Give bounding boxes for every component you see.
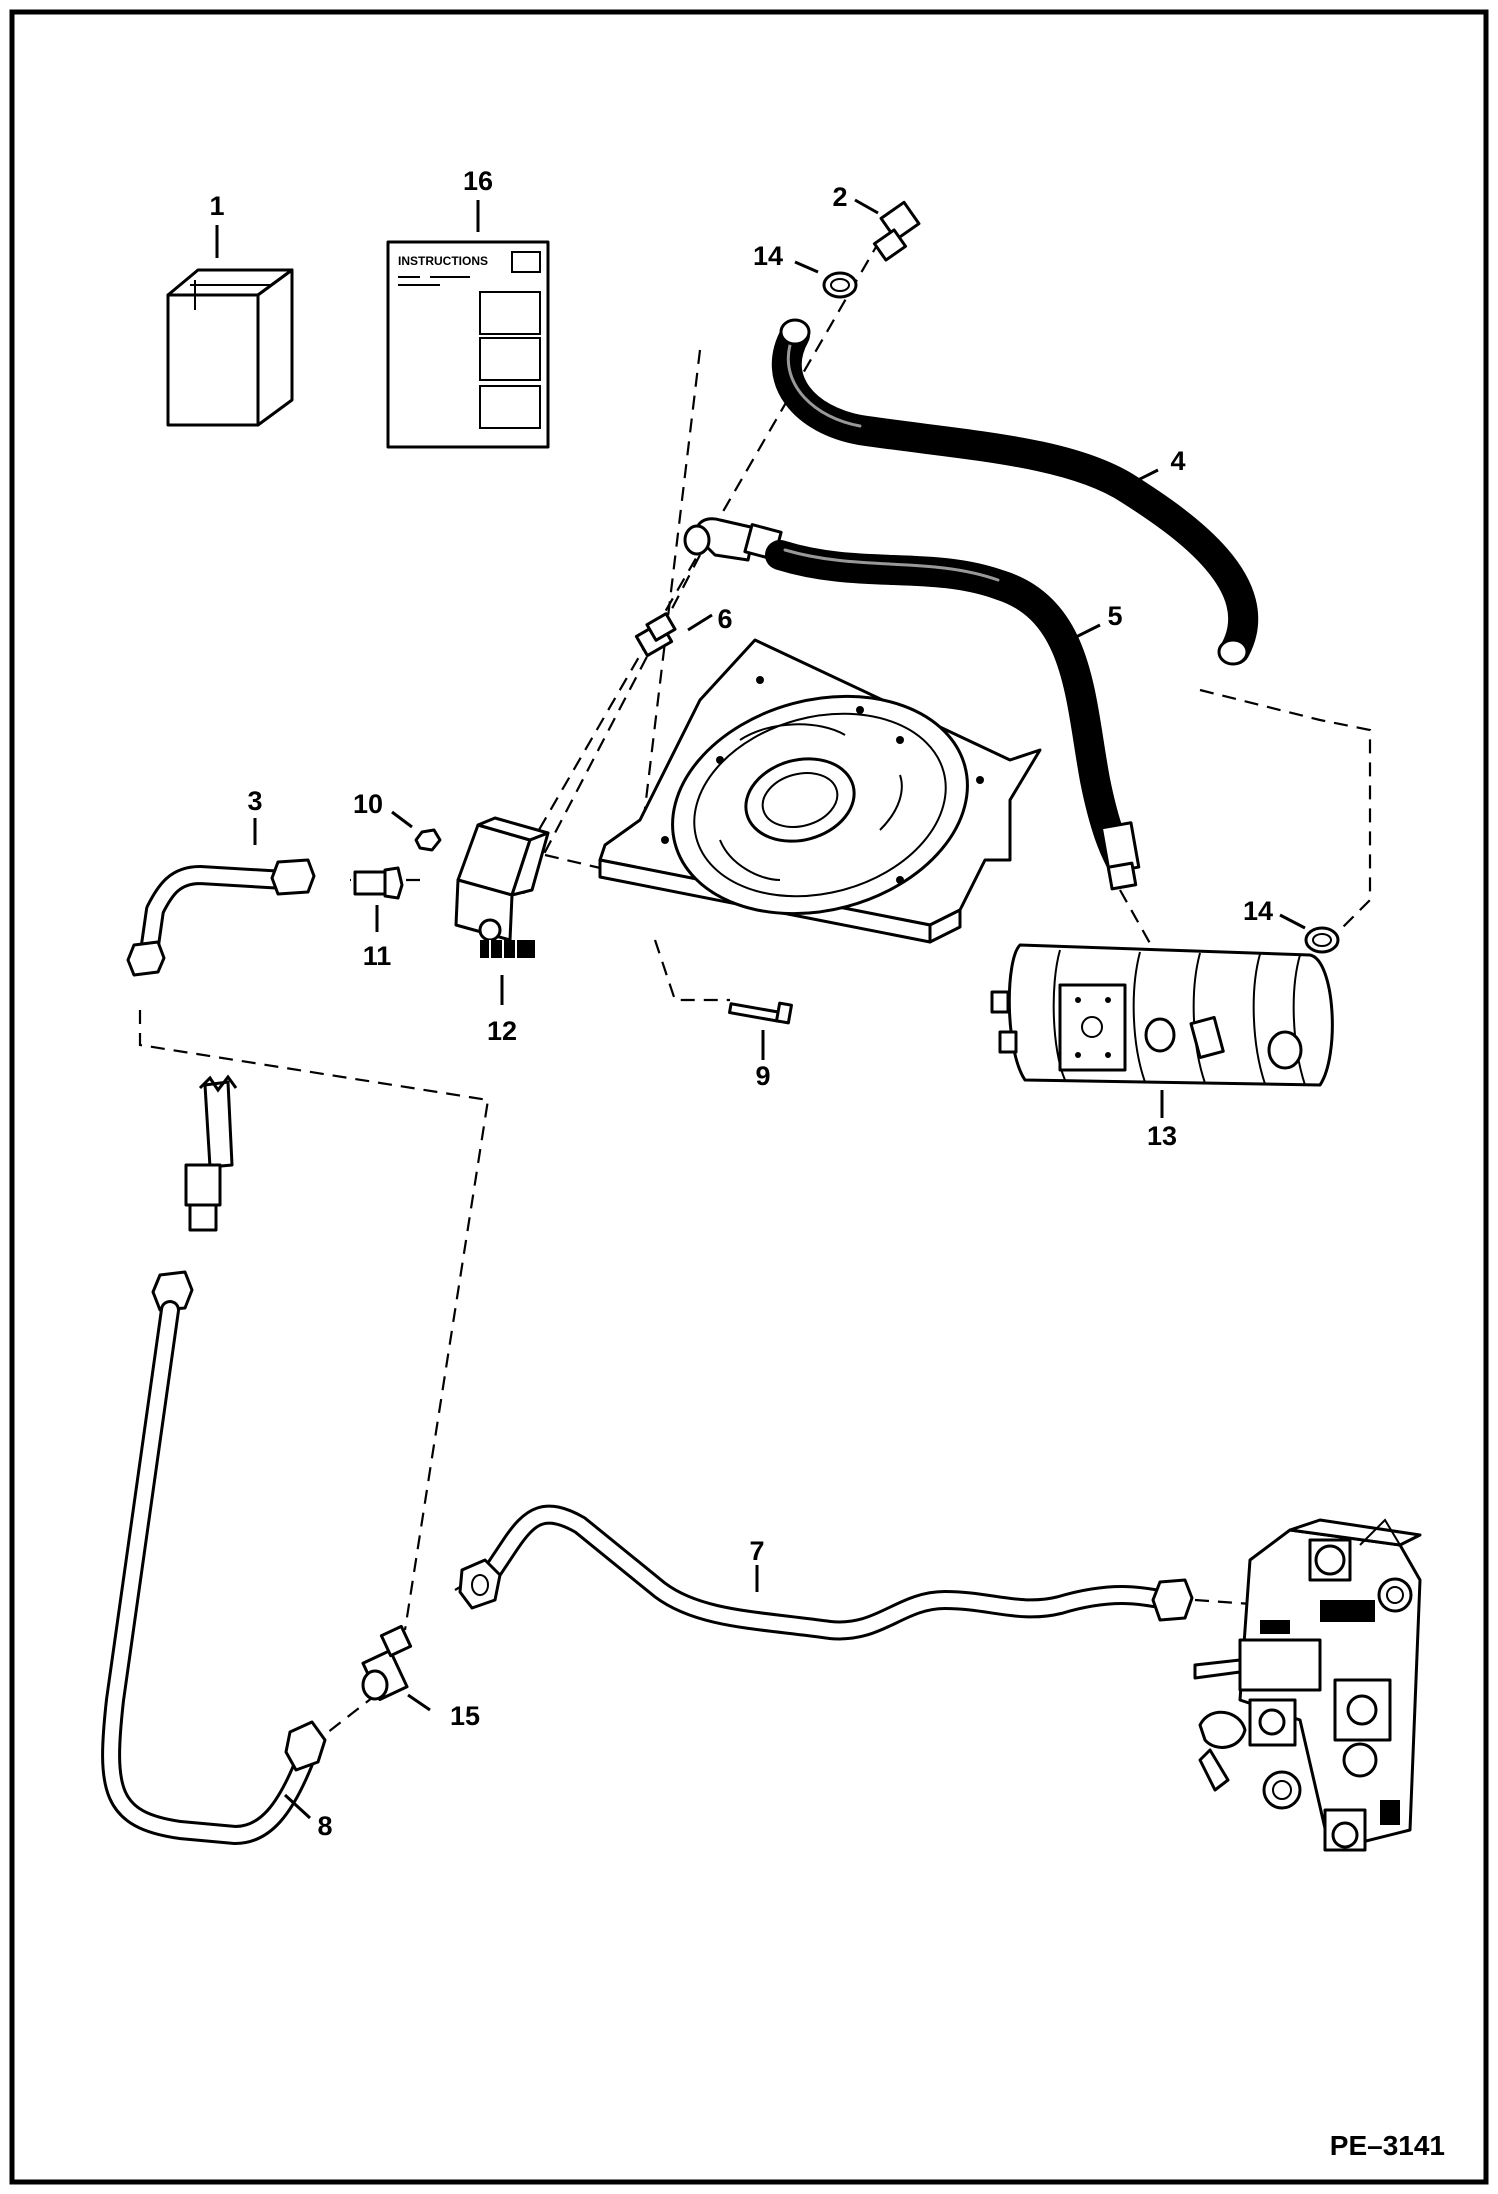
callout-10: 10 [353, 789, 383, 819]
callout-7: 7 [749, 1536, 764, 1566]
callout-3: 3 [247, 786, 262, 816]
part-13-pump [990, 943, 1334, 1087]
part-7-tube [458, 1504, 1194, 1641]
callout-16: 16 [463, 166, 493, 196]
part-8-tube [101, 1270, 327, 1845]
part-5-hose [683, 517, 1141, 891]
part-11-adapter [353, 866, 404, 900]
callout-1: 1 [209, 191, 224, 221]
control-valve [1193, 1518, 1422, 1852]
callout-14-lower: 14 [1243, 896, 1273, 926]
part-15-elbow [361, 1624, 413, 1701]
part-6-fitting [634, 612, 677, 658]
callout-4: 4 [1170, 446, 1185, 476]
callout-8: 8 [317, 1811, 332, 1841]
part-14-clamp-lower [1304, 926, 1340, 954]
callout-12: 12 [487, 1016, 517, 1046]
callout-15: 15 [450, 1701, 480, 1731]
supply-line-cut [184, 1074, 238, 1232]
part-14-clamp-upper [822, 271, 858, 299]
part-1-kit-box [166, 268, 294, 427]
mounting-plate [598, 638, 1042, 944]
part-16-instructions-sheet: INSTRUCTIONS [386, 240, 550, 449]
callout-2: 2 [832, 182, 847, 212]
callout-6: 6 [717, 604, 732, 634]
callout-5: 5 [1107, 601, 1122, 631]
page-border [9, 9, 1489, 2185]
part-10-nut [414, 828, 442, 852]
part-9-bolt [728, 1001, 793, 1025]
callout-9: 9 [755, 1061, 770, 1091]
callout-13: 13 [1147, 1121, 1177, 1151]
instructions-title: INSTRUCTIONS [398, 254, 488, 268]
part-12-valve [454, 816, 550, 962]
part-4-hose [771, 318, 1259, 666]
part-2-fitting [872, 200, 921, 262]
callout-11: 11 [363, 941, 392, 971]
drawing-code: PE–3141 [1330, 2130, 1445, 2161]
callout-14-upper: 14 [753, 241, 783, 271]
part-3-tube [126, 858, 316, 977]
